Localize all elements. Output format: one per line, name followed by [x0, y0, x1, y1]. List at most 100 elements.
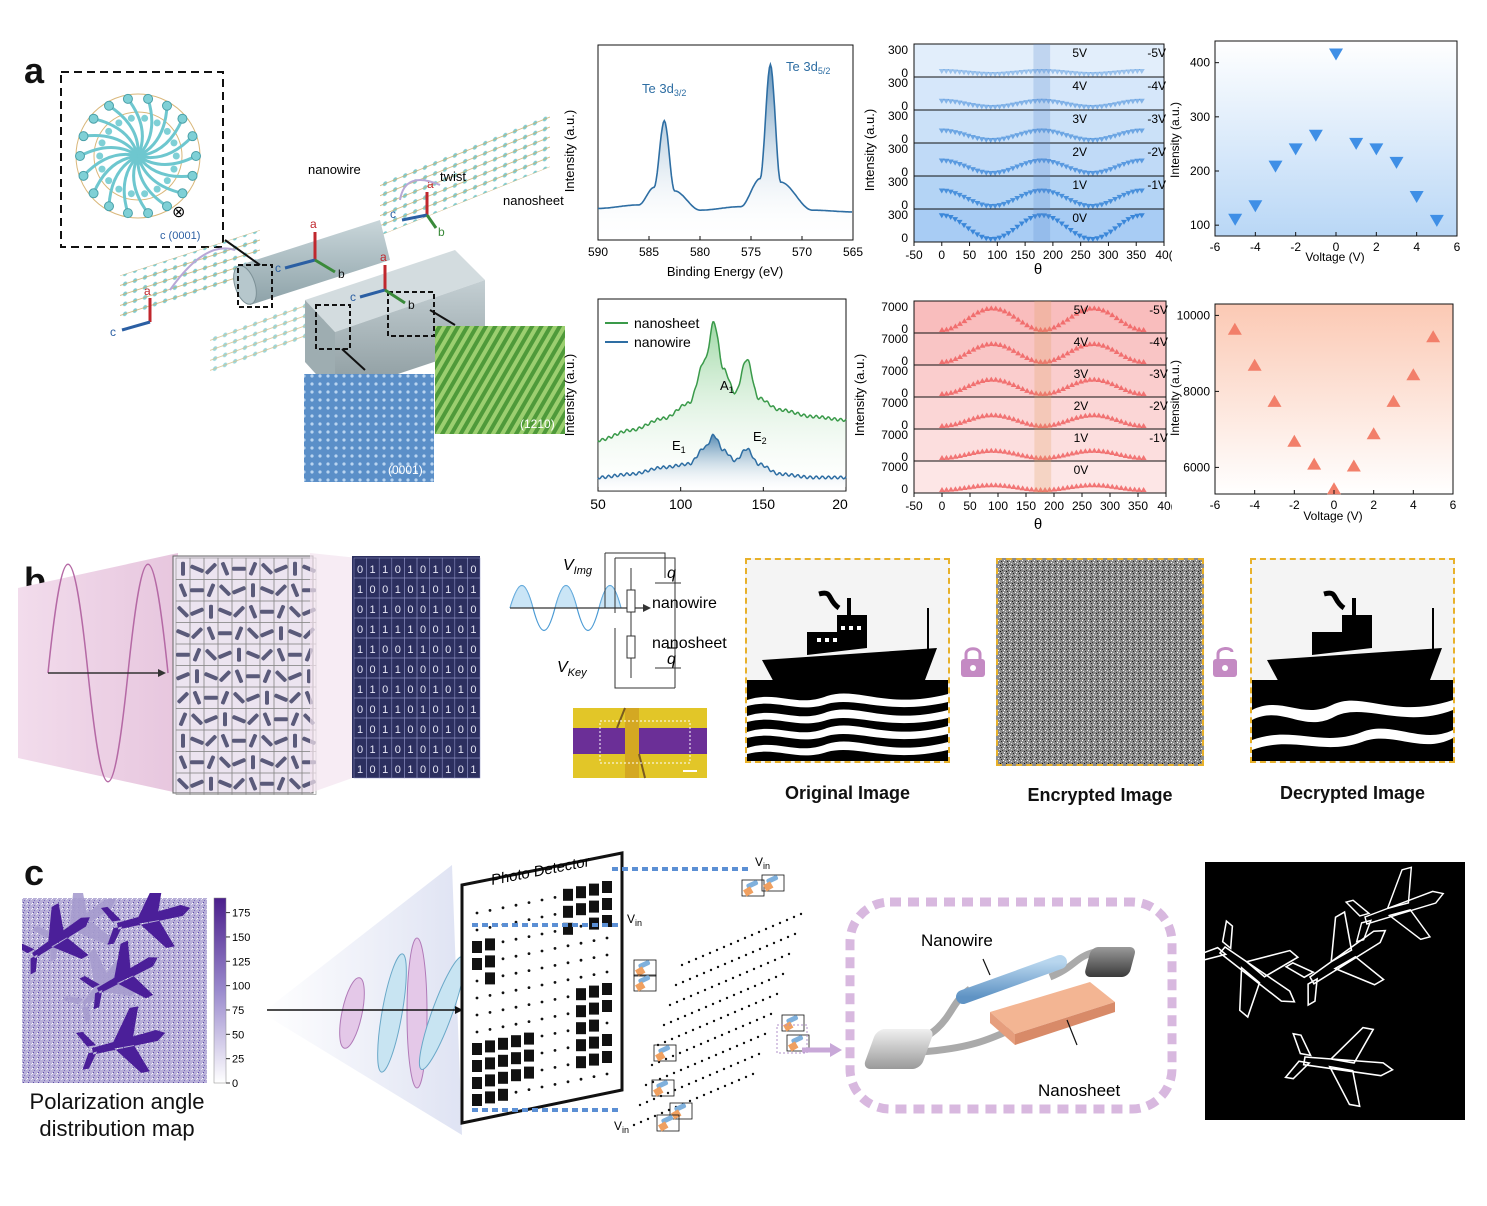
polar-point: [1076, 201, 1083, 207]
matrix-bit: 1: [395, 664, 401, 676]
circuit-node: [680, 963, 684, 967]
polar-point: [1015, 484, 1022, 490]
polar-point: [952, 217, 959, 223]
colorbar-tick-label: 125: [232, 956, 250, 968]
polar-point: [1121, 69, 1127, 75]
polarizer-element: [288, 672, 302, 681]
detector-pixel-on: [524, 1049, 534, 1062]
detector-pixel-off: [605, 1072, 609, 1076]
matrix-bit: 0: [407, 584, 413, 596]
polar-point: [983, 377, 990, 383]
detector-pixel-off: [514, 1090, 518, 1094]
polar-point: [1103, 103, 1110, 109]
polarizer-element: [246, 650, 260, 659]
polarizer-element: [206, 626, 216, 641]
polar-point: [1098, 169, 1105, 175]
polar-point: [1107, 167, 1114, 173]
polar-point: [961, 101, 967, 107]
polar-point: [1129, 159, 1136, 165]
detector-pixel-off: [527, 986, 531, 989]
helix-spoke: [137, 105, 169, 158]
helix-atom: [172, 152, 180, 160]
polar-point: [1001, 233, 1007, 239]
detector-pixel-on: [485, 1091, 495, 1104]
polar-point: [947, 486, 954, 492]
polar-row-label-neg: -4V: [1149, 335, 1168, 349]
polar-point: [987, 170, 994, 176]
detector-pixel-on: [602, 915, 612, 927]
polar-row-label-neg: -2V: [1147, 145, 1166, 159]
polar-point: [1104, 344, 1111, 350]
colorbar-tick-label: 0: [232, 1078, 238, 1090]
polar-point: [939, 455, 945, 460]
circuit-node: [671, 1054, 675, 1058]
polar-point: [1019, 352, 1026, 358]
polar-ytick: 300: [888, 142, 908, 156]
matrix-bit: 1: [445, 724, 451, 736]
raman-tick-label: 150: [752, 496, 776, 512]
polar-point: [1131, 422, 1138, 428]
polar-point: [997, 342, 1004, 348]
polar-point: [1140, 359, 1147, 364]
polar-point: [970, 483, 977, 489]
polar-row-label-neg: -1V: [1149, 431, 1168, 445]
polarizer-element: [177, 692, 189, 704]
polar-point: [961, 385, 968, 391]
polarizer-element: [218, 779, 232, 788]
polar-xtick-label: -50: [905, 499, 923, 513]
polar-point: [961, 351, 968, 357]
polar-point: [1055, 387, 1062, 393]
polar-point: [965, 70, 972, 76]
structure-illustration: ⊗ c (0001) a c b a c b a c: [60, 71, 565, 482]
raman-area-nanosheet: [598, 321, 846, 491]
polar-row-label-pos: 4V: [1072, 79, 1087, 93]
matrix-bit: 0: [420, 604, 426, 616]
polar-point: [952, 356, 959, 362]
detector-pixel-off: [605, 936, 609, 940]
polar-point: [1023, 161, 1030, 167]
polarizer-element: [290, 755, 300, 770]
polar-row-label-pos: 1V: [1074, 431, 1089, 445]
detector-pixel-on: [576, 1039, 586, 1052]
circuit-nanosheet-label: nanosheet: [652, 635, 727, 652]
label-twist: twist: [440, 169, 466, 184]
zoom-arrow-1210: [429, 309, 456, 326]
polar-point: [1134, 213, 1141, 219]
ship-silhouette: [747, 590, 948, 761]
polar-point: [1113, 484, 1120, 490]
svg-text:a: a: [427, 177, 434, 191]
polar-point: [1073, 345, 1080, 351]
svg-text:c: c: [110, 325, 116, 339]
matrix-bit: 1: [458, 644, 464, 656]
polar-point: [1072, 167, 1079, 173]
polar-row-label-neg: -2V: [1149, 399, 1168, 413]
voltage-point: [1287, 434, 1302, 447]
pixel-circuit-cell: [786, 1034, 810, 1052]
polar-point: [1131, 454, 1138, 460]
circuit-node: [739, 990, 743, 994]
circuit-node: [718, 999, 722, 1003]
polar-point: [992, 376, 999, 382]
polarizer-element: [290, 712, 300, 727]
polar-point: [1046, 454, 1053, 460]
colorbar: [213, 897, 227, 1084]
polar-point: [1067, 70, 1074, 76]
polar-point: [996, 104, 1003, 110]
polar-point: [1109, 450, 1116, 456]
polar-point: [956, 485, 963, 491]
polar-point: [1068, 484, 1075, 490]
polar-blue-ylabel: Intensity (a.u.): [862, 109, 877, 191]
matrix-bit: 1: [395, 684, 401, 696]
voltage-blue-xlabel: Voltage (V): [1305, 250, 1364, 264]
circuit-node: [693, 1062, 697, 1066]
detector-pixel-off: [540, 949, 544, 953]
polar-point: [939, 391, 945, 396]
polarizer-element: [190, 564, 204, 573]
detector-pixel-off: [527, 918, 531, 921]
polar-point: [1028, 324, 1035, 330]
polar-point: [1073, 414, 1080, 420]
polar-point: [1033, 326, 1040, 332]
voltage-point: [1366, 427, 1381, 440]
matrix-bit: 1: [395, 624, 401, 636]
detector-pixel-off: [488, 1028, 492, 1031]
